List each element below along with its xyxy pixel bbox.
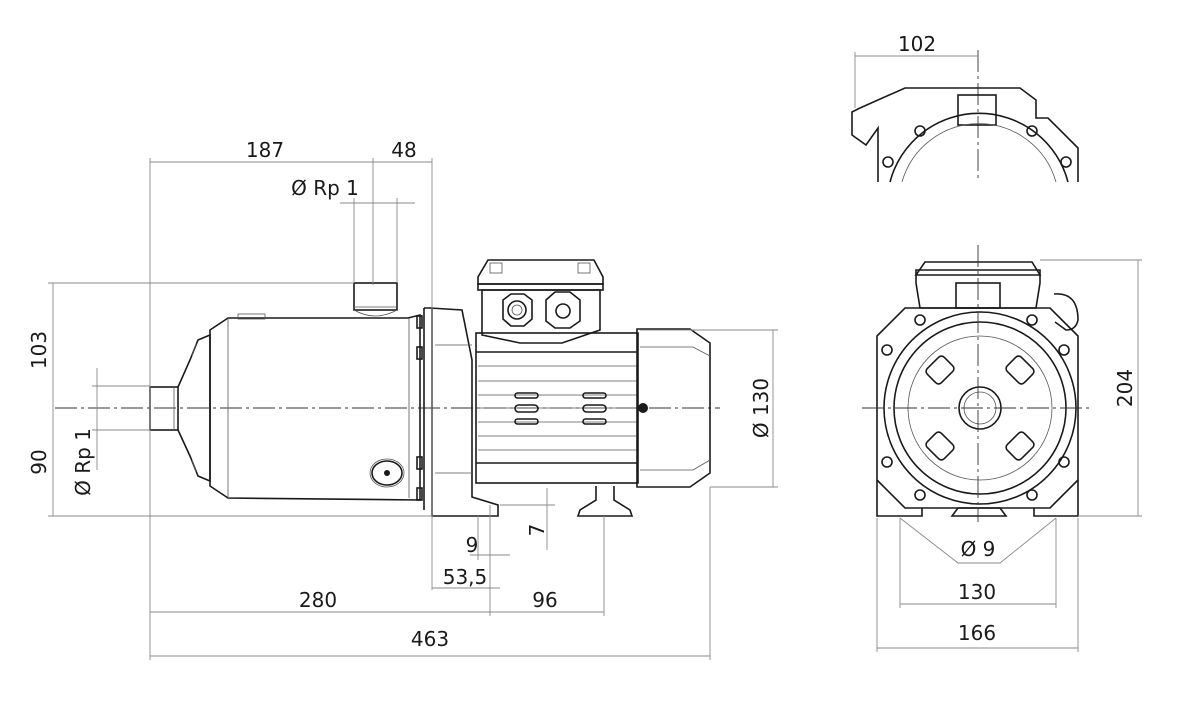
flange-bolts-front bbox=[881, 314, 1070, 501]
dim-102: 102 bbox=[898, 32, 936, 56]
front-view bbox=[862, 245, 1092, 522]
pump-body bbox=[209, 313, 421, 501]
dim-motor-diameter: Ø 130 bbox=[749, 378, 773, 438]
motor-housing bbox=[475, 332, 648, 484]
dim-130: 130 bbox=[958, 580, 996, 604]
dim-280: 280 bbox=[299, 588, 337, 612]
dim-166: 166 bbox=[958, 621, 996, 645]
dim-463: 463 bbox=[411, 627, 449, 651]
dim-187: 187 bbox=[246, 138, 284, 162]
dim-204: 204 bbox=[1113, 369, 1137, 407]
dim-103: 103 bbox=[27, 331, 51, 369]
side-view bbox=[55, 259, 720, 517]
dim-inlet-rp1: Ø Rp 1 bbox=[71, 428, 95, 496]
dim-9: 9 bbox=[466, 533, 479, 557]
dim-7: 7 bbox=[525, 524, 549, 537]
dim-96: 96 bbox=[532, 588, 557, 612]
dim-48: 48 bbox=[391, 138, 416, 162]
dim-90: 90 bbox=[27, 449, 51, 474]
flange-bolts bbox=[416, 315, 423, 501]
inlet-port bbox=[149, 386, 179, 431]
side-view-dimensions: 187 48 Ø Rp 1 103 90 Ø Rp 1 Ø 130 9 7 53… bbox=[27, 138, 778, 660]
dim-outlet-rp1: Ø Rp 1 bbox=[291, 176, 359, 200]
motor-foot bbox=[576, 486, 634, 517]
drain-plug bbox=[369, 458, 405, 488]
dim-53-5: 53,5 bbox=[443, 565, 488, 589]
outlet-port bbox=[353, 282, 398, 317]
motor-bracket bbox=[424, 307, 499, 517]
dim-hole-diameter: Ø 9 bbox=[961, 537, 996, 561]
terminal-box bbox=[477, 259, 604, 344]
top-view: 102 bbox=[851, 32, 1079, 183]
fan-cover bbox=[636, 328, 711, 488]
front-view-dimensions: 204 Ø 9 130 166 bbox=[876, 259, 1142, 652]
